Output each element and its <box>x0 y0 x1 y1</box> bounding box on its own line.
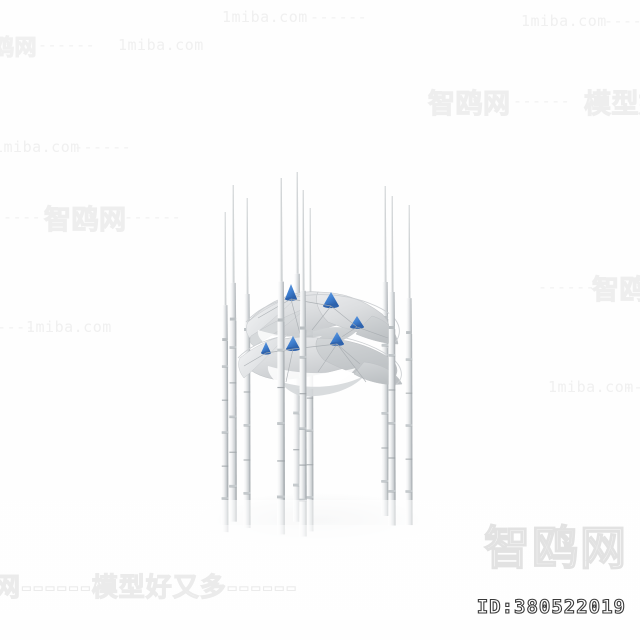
membrane-canopy-lower <box>237 333 403 397</box>
connector-cones-lower <box>261 332 344 355</box>
base-fade-overlay <box>0 500 640 640</box>
base-fade-overlay-2 <box>0 525 640 640</box>
